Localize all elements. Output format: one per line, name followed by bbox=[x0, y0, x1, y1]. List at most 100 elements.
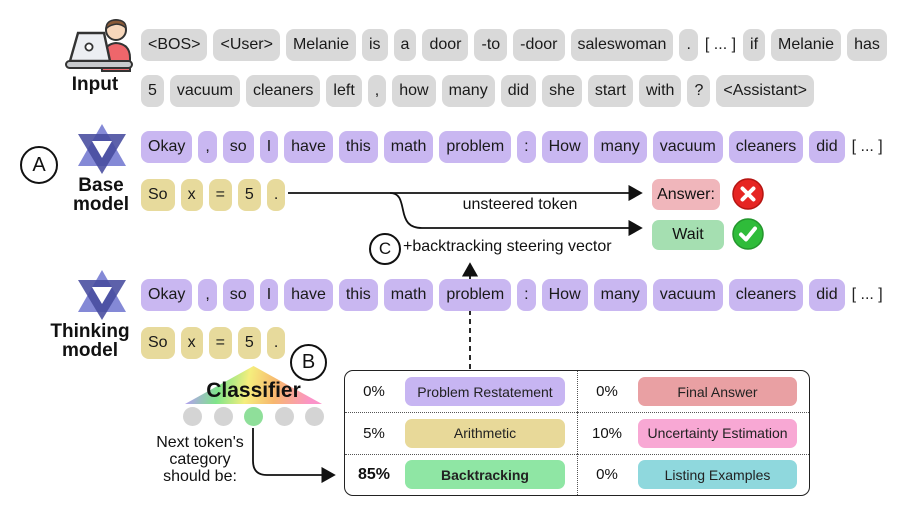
token-chip: cleaners bbox=[728, 279, 804, 311]
token-chip: how bbox=[392, 75, 436, 107]
category-dot-icon bbox=[183, 407, 202, 426]
token-chip: this bbox=[338, 279, 378, 311]
token-chip: 5 bbox=[237, 327, 261, 359]
category-pill: Arithmetic bbox=[405, 418, 565, 448]
token-chip: <BOS> bbox=[141, 29, 208, 61]
base-model-logo-icon bbox=[78, 124, 126, 174]
token-chip: vacuum bbox=[652, 131, 723, 163]
thinking-model-label: Thinking model bbox=[50, 321, 130, 361]
token-chip: saleswoman bbox=[570, 29, 674, 61]
unsteered-token-label: unsteered token bbox=[462, 196, 578, 213]
token-chip: 5 bbox=[237, 179, 261, 211]
category-pill: Final Answer bbox=[638, 377, 797, 407]
category-dot-icon bbox=[274, 407, 294, 426]
token-chip: have bbox=[284, 279, 333, 311]
token-chip: How bbox=[541, 279, 588, 311]
category-dot-icon bbox=[305, 407, 324, 426]
token-chip: = bbox=[208, 179, 232, 211]
category-pct: 0% bbox=[596, 466, 618, 484]
token-chip: did bbox=[809, 131, 845, 163]
token-chip: this bbox=[338, 131, 378, 163]
token-chip: I bbox=[259, 131, 279, 163]
answer-token-chip: Answer: bbox=[652, 179, 720, 210]
category-pill: Problem Restatement bbox=[405, 377, 565, 407]
token-chip: . bbox=[266, 327, 286, 359]
table-cell: 85% Backtracking bbox=[345, 453, 577, 495]
base-model-label: Base model bbox=[73, 175, 129, 215]
token-chip: [ ... ] bbox=[851, 286, 883, 303]
category-pill: Backtracking bbox=[405, 460, 565, 490]
category-pill: Uncertainty Estimation bbox=[638, 418, 797, 448]
thinking-model-logo-icon bbox=[78, 270, 126, 320]
cross-icon bbox=[732, 178, 764, 210]
classifier-label: Classifier bbox=[206, 379, 301, 402]
token-chip: x bbox=[180, 327, 203, 359]
classifier-output-arrow bbox=[252, 428, 336, 484]
token-chip: many bbox=[593, 131, 647, 163]
token-chip: have bbox=[284, 131, 333, 163]
category-dots bbox=[183, 407, 324, 426]
wait-token-chip: Wait bbox=[652, 220, 724, 250]
token-chip: So bbox=[141, 179, 175, 211]
token-chip: <User> bbox=[213, 29, 280, 61]
token-chip: so bbox=[222, 279, 254, 311]
table-cell: 0% Listing Examples bbox=[577, 453, 809, 495]
category-pct: 5% bbox=[363, 424, 385, 442]
token-chip: a bbox=[393, 29, 417, 61]
token-chip: -to bbox=[474, 29, 508, 61]
category-pct: 0% bbox=[363, 383, 385, 401]
token-chip: , bbox=[198, 131, 217, 163]
category-pct: 10% bbox=[591, 424, 623, 442]
category-pct: 0% bbox=[596, 383, 618, 401]
steered-arrow bbox=[389, 192, 643, 237]
token-chip: . bbox=[679, 29, 698, 61]
user-at-laptop-icon bbox=[65, 19, 133, 72]
token-chip: door bbox=[422, 29, 469, 61]
token-chip: : bbox=[517, 279, 536, 311]
token-chip: cleaners bbox=[245, 75, 321, 107]
badge-b: B bbox=[290, 344, 327, 381]
token-chip: is bbox=[361, 29, 388, 61]
token-chip: <Assistant> bbox=[716, 75, 814, 107]
token-chip: vacuum bbox=[169, 75, 240, 107]
token-chip: Melanie bbox=[771, 29, 842, 61]
token-chip: [ ... ] bbox=[704, 36, 737, 53]
token-chip: x bbox=[180, 179, 203, 211]
token-chip: ? bbox=[687, 75, 711, 107]
badge-c: C bbox=[369, 233, 401, 265]
token-chip: -door bbox=[513, 29, 565, 61]
token-chip: start bbox=[587, 75, 633, 107]
table-cell: 5% Arithmetic bbox=[345, 412, 577, 453]
check-icon bbox=[732, 218, 764, 250]
token-chip: vacuum bbox=[652, 279, 723, 311]
token-chip: Okay bbox=[141, 131, 193, 163]
token-chip: , bbox=[198, 279, 217, 311]
token-chip: So bbox=[141, 327, 175, 359]
token-chip: : bbox=[517, 131, 536, 163]
token-chip: [ ... ] bbox=[851, 138, 883, 155]
category-pct: 85% bbox=[357, 465, 391, 483]
token-chip: Melanie bbox=[285, 29, 356, 61]
table-cell: 0% Problem Restatement bbox=[345, 371, 577, 412]
token-chip: with bbox=[638, 75, 682, 107]
table-cell: 0% Final Answer bbox=[577, 371, 809, 413]
table-cell: 10% Uncertainty Estimation bbox=[577, 412, 809, 454]
active-category-dot-icon bbox=[244, 407, 263, 426]
badge-a: A bbox=[20, 146, 58, 184]
token-chip: Okay bbox=[141, 279, 193, 311]
token-chip: she bbox=[542, 75, 582, 107]
token-chip: many bbox=[441, 75, 495, 107]
category-pill: Listing Examples bbox=[638, 460, 797, 490]
category-dot-icon bbox=[213, 407, 233, 426]
next-token-caption: Next token's category should be: bbox=[156, 434, 244, 485]
token-chip: did bbox=[500, 75, 537, 107]
token-chip: problem bbox=[439, 131, 512, 163]
token-chip: left bbox=[326, 75, 362, 107]
input-label: Input bbox=[71, 74, 119, 95]
